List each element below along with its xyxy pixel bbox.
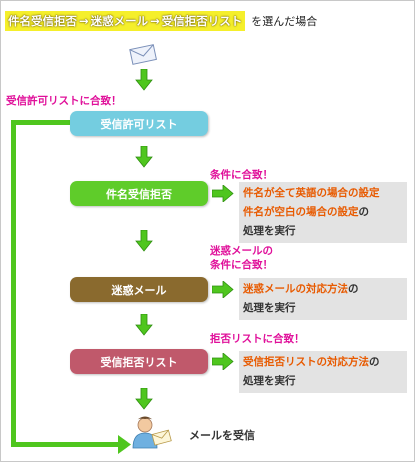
title-row: 件名受信拒否 → 迷惑メール → 受信拒否リスト を選んだ場合 xyxy=(5,10,317,32)
note-spam-handling: 迷惑メールの対応方法 xyxy=(243,283,348,295)
spam-action-note: 迷惑メールの対応方法の 処理を実行 xyxy=(239,278,407,320)
stage-allow-list: 受信許可リスト xyxy=(70,111,208,136)
title-part-subject-reject: 件名受信拒否 xyxy=(8,14,77,28)
note-execute: 処理を実行 xyxy=(243,375,296,387)
green-right-arrow-icon xyxy=(212,353,234,370)
title-arrow-2: → xyxy=(150,14,160,28)
stage-spam-mail: 迷惑メール xyxy=(70,277,208,302)
note-all-english-setting: 件名が全て英語の場合の設定 xyxy=(243,187,380,199)
envelope-icon xyxy=(129,44,157,65)
note-execute: 処理を実行 xyxy=(243,302,296,314)
green-down-arrow-icon xyxy=(135,146,153,168)
title-arrow-1: → xyxy=(79,14,89,28)
user-mail-icon xyxy=(132,416,172,449)
note-particle: の xyxy=(348,283,359,295)
subject-action-note: 件名が全て英語の場合の設定 件名が空白の場合の設定の 処理を実行 xyxy=(239,182,407,243)
green-down-arrow-icon xyxy=(135,230,153,252)
bypass-line-bottom xyxy=(11,442,119,447)
title-part-deny-list: 受信拒否リスト xyxy=(161,14,243,28)
green-down-arrow-icon xyxy=(135,388,153,410)
green-right-arrow-icon xyxy=(212,281,234,298)
spam-condition-label-line2: 条件に合致！ xyxy=(210,259,273,271)
allow-match-label: 受信許可リストに合致！ xyxy=(6,95,122,107)
green-down-arrow-icon xyxy=(135,69,153,91)
green-down-arrow-icon xyxy=(135,314,153,336)
title-suffix: を選んだ場合 xyxy=(251,15,318,28)
stage-subject-reject: 件名受信拒否 xyxy=(70,181,208,206)
bypass-line-vertical xyxy=(11,122,16,447)
deny-condition-label: 拒否リストに合致！ xyxy=(210,333,305,345)
note-deny-list-handling: 受信拒否リストの対応方法 xyxy=(243,356,369,368)
bypass-line-top xyxy=(11,120,70,125)
title-part-spam: 迷惑メール xyxy=(90,14,149,28)
green-right-arrow-icon xyxy=(212,185,234,202)
stage-deny-list: 受信拒否リスト xyxy=(70,349,208,374)
note-blank-subject-setting: 件名が空白の場合の設定 xyxy=(243,206,359,218)
title-highlight-box: 件名受信拒否 → 迷惑メール → 受信拒否リスト xyxy=(5,11,246,31)
spam-condition-label-line1: 迷惑メールの xyxy=(210,245,273,257)
receive-mail-label: メールを受信 xyxy=(189,429,255,442)
bypass-arrow-head-icon xyxy=(118,435,131,454)
note-particle: の xyxy=(358,206,370,218)
note-execute: 処理を実行 xyxy=(243,225,296,237)
note-particle: の xyxy=(369,356,380,368)
deny-action-note: 受信拒否リストの対応方法の 処理を実行 xyxy=(239,351,407,393)
subject-condition-label: 条件に合致！ xyxy=(210,169,273,181)
